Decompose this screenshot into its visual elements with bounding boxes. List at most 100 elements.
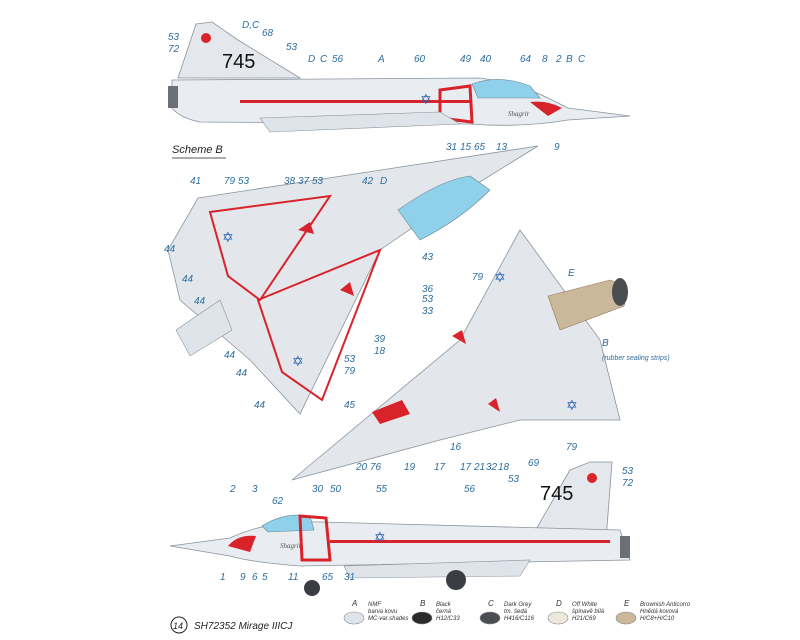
side-view-bottom: ✡ 745 Shagrir [169,461,631,596]
callout-label: 17 [460,462,472,473]
svg-text:Shagrir: Shagrir [508,110,530,118]
legend-letter: A [351,599,357,608]
callout-label: 9 [240,572,246,583]
kit-title: SH72352 Mirage IIICJ [194,621,293,632]
callout-label: 69 [528,458,540,469]
callout-label: 38 [284,176,296,187]
legend-swatch [411,611,433,625]
callout-label: 44 [182,274,194,285]
callout-label: 44 [254,400,266,411]
side-view-top: ✡ 745 Shagrir [168,21,631,133]
callout-label: 65 [322,572,334,583]
callout-label: 53 [168,32,180,43]
callout-label: C [320,54,328,65]
callout-label: 31 [344,572,355,583]
callout-label: 53 [312,176,324,187]
svg-text:✡: ✡ [566,398,578,414]
callout-label: 1 [220,572,226,583]
callout-label: 53 [508,474,520,485]
callout-label: 37 [298,176,310,187]
callout-label: D [308,54,315,65]
callout-label: 13 [496,142,508,153]
svg-text:Shagrir: Shagrir [280,542,302,550]
legend-label: Hnědá kovová [640,609,679,615]
callout-label: 2 [229,484,236,495]
plan-view-lower: ✡ ✡ [291,229,628,481]
legend-swatch [343,611,365,625]
callout-label: 56 [332,54,344,65]
callout-label: 55 [376,484,388,495]
legend-label: H12/C33 [436,616,460,622]
callout-label: 40 [480,54,492,65]
legend-letter: C [488,599,494,608]
callout-label: 43 [422,252,434,263]
callout-label: 31 [446,142,457,153]
callout-label: 50 [330,484,342,495]
legend-letter: B [420,599,426,608]
legend-swatch [479,611,501,625]
legend-swatch [615,611,637,625]
callout-label: 8 [542,54,548,65]
legend-label: Black [436,602,452,608]
callout-label: 44 [194,296,206,307]
svg-text:✡: ✡ [374,530,386,546]
callout-label: 9 [554,142,560,153]
callout-label: 16 [450,442,462,453]
callout-label: 79 [224,176,236,187]
callout-label: B [602,338,609,349]
callout-label: 30 [312,484,324,495]
scheme-label: Scheme B [172,144,223,156]
callout-label: 44 [236,368,248,379]
aircraft-number-bottom: 745 [540,483,573,505]
callout-label: 65 [474,142,486,153]
legend-letter: E [624,599,630,608]
callout-label: C [578,54,586,65]
callouts-plan-view: 41 79 53 38 37 53 42 D 44 44 44 43 36 53… [164,176,434,411]
legend-label: barva kovu [368,609,398,615]
svg-text:✡: ✡ [420,92,432,108]
legend-label: MC-var.shades [368,616,408,622]
callout-label: 62 [272,496,284,507]
footer: 14 SH72352 Mirage IIICJ [170,616,293,634]
callout-label: 15 [460,142,472,153]
callout-label: 3 [252,484,258,495]
aircraft-number-top: 745 [222,51,255,73]
callout-label: 56 [464,484,476,495]
callout-label: 79 [472,272,484,283]
legend-label: H/C8+H/C10 [640,616,675,622]
callout-label: 64 [520,54,532,65]
callout-label: 72 [622,478,634,489]
callout-label: 72 [168,44,180,55]
callout-label: 53 [622,466,634,477]
legend-letter: D [556,599,562,608]
callout-label: 18 [498,462,510,473]
callout-label: 49 [460,54,472,65]
callout-label: 11 [288,572,298,583]
legend-label: NMF [368,602,381,608]
legend-swatch [547,611,569,625]
callout-label: 79 [566,442,578,453]
legend-label: tm. šedá [504,609,528,615]
callout-label: 6 [252,572,258,583]
legend-label: Dark Grey [504,602,532,608]
callouts-under-view: 79 E 39 18 B (rubber sealing strips) 20 … [355,268,670,473]
legend-label: Off White [572,602,598,608]
callout-label: 2 [555,54,562,65]
callout-label: 53 [422,294,434,305]
callouts-top-view: 53 72 D,C 68 53 D C 56 A 60 49 40 64 8 2… [168,20,586,153]
callout-label: 42 [362,176,374,187]
plan-view-upper: ✡ ✡ [167,145,539,415]
callout-label: (rubber sealing strips) [602,355,670,362]
callout-label: 5 [262,572,268,583]
callout-label: 79 [344,366,356,377]
callout-label: 53 [286,42,298,53]
callout-label: 53 [238,176,250,187]
callout-label: 53 [344,354,356,365]
callout-label: 36 [422,284,434,295]
